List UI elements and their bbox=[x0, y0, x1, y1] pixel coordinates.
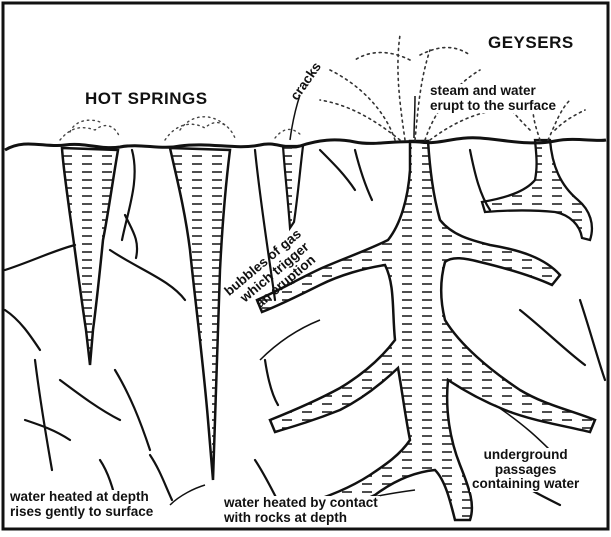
geyser-side-branch bbox=[482, 140, 592, 240]
steam-line-2: erupt to the surface bbox=[430, 99, 556, 114]
steam-line-1: steam and water bbox=[430, 84, 556, 99]
underground-line-2: passages bbox=[472, 463, 579, 478]
heated-depth-line-2: rises gently to surface bbox=[10, 505, 153, 520]
hot-spring-channel-long bbox=[170, 148, 230, 480]
heated-contact-line-2: with rocks at depth bbox=[224, 511, 378, 526]
heated-contact-label: water heated by contact with rocks at de… bbox=[222, 496, 380, 525]
geysers-text: GEYSERS bbox=[488, 34, 574, 52]
geysers-label: GEYSERS bbox=[488, 34, 574, 52]
underground-line-3: containing water bbox=[472, 477, 579, 492]
hot-springs-label: HOT SPRINGS bbox=[85, 90, 208, 108]
underground-label: underground passages containing water bbox=[470, 448, 581, 492]
heated-depth-line-1: water heated at depth bbox=[10, 490, 153, 505]
heated-depth-label: water heated at depth rises gently to su… bbox=[8, 490, 155, 519]
heated-contact-line-1: water heated by contact bbox=[224, 496, 378, 511]
hot-spring-channel-left bbox=[62, 148, 118, 365]
steam-label: steam and water erupt to the surface bbox=[428, 84, 558, 113]
underground-line-1: underground bbox=[472, 448, 579, 463]
short-channel bbox=[283, 146, 303, 228]
hot-springs-text: HOT SPRINGS bbox=[85, 90, 208, 108]
hot-spring-vapour bbox=[60, 117, 302, 140]
